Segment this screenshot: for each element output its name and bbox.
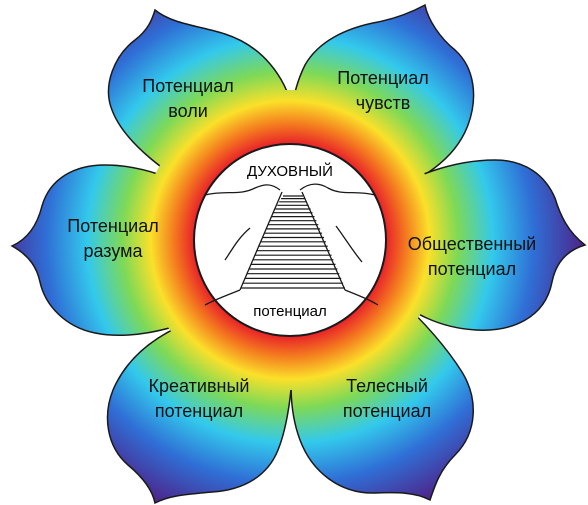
- petal-creative-label-line2: потенциал: [155, 401, 243, 421]
- petal-will-label-line1: Потенциал: [142, 76, 233, 96]
- petal-social-label-line1: Общественный: [408, 234, 536, 254]
- petal-mind-label-line2: разума: [83, 241, 143, 261]
- petal-creative-label-line1: Креативный: [149, 376, 250, 396]
- petal-bodily-label-line2: потенциал: [343, 401, 431, 421]
- staircase-steps: [241, 195, 345, 289]
- center-bottom-label: потенциал: [253, 303, 327, 320]
- petal-mind-label-line1: Потенциал: [67, 216, 158, 236]
- petal-will-label-line2: воли: [168, 101, 208, 121]
- petal-feelings-label-line1: Потенциал: [337, 68, 428, 88]
- petal-feelings-label-line2: чувств: [356, 93, 411, 113]
- center-top-label: ДУХОВНЫЙ: [247, 162, 333, 180]
- petal-social-label-line2: потенциал: [428, 259, 516, 279]
- petal-bodily-label-line1: Телесный: [346, 376, 428, 396]
